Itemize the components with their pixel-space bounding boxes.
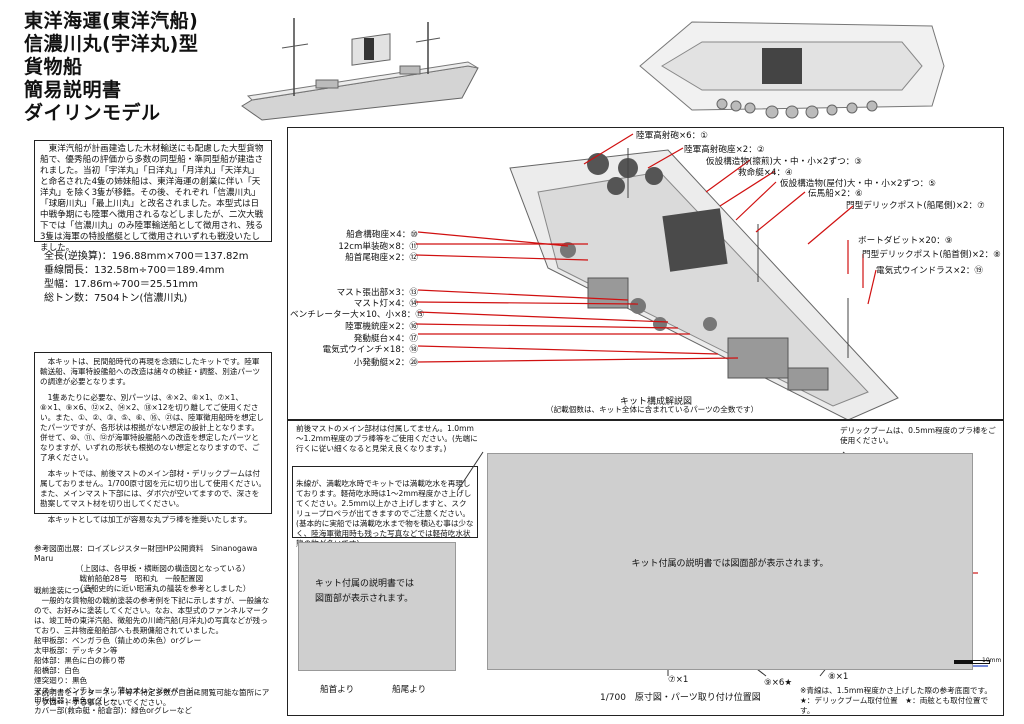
mark-9: ⑨×6★ bbox=[764, 678, 793, 688]
callout-mast-light: マスト灯×4：⑭ bbox=[353, 299, 418, 309]
callout-electric-winch: 電気式ウインチ×18：⑱ bbox=[322, 345, 418, 355]
document-title: 東洋海運(東洋汽船) 信濃川丸(宇洋丸)型 貨物船 簡易説明書 ダイリンモデル bbox=[24, 10, 198, 125]
paint-notes: 戦前塗装について 一般的な貨物船の戦前塗装の参考例を下記に示しますが、一般論なの… bbox=[34, 586, 270, 715]
spec-length: 全長(逆換算)：196.88mm×700＝137.82m bbox=[44, 251, 249, 262]
boom-note: デリックブームは、0.5mm程度のプラ棒をご使用ください。 bbox=[840, 426, 996, 445]
callout-temp-structure-a: 仮設構造物(擦煎)大・中・小×2ずつ：③ bbox=[706, 157, 862, 167]
spec-list: 全長(逆換算)：196.88mm×700＝137.82m 垂線間長：132.58… bbox=[44, 250, 248, 306]
callout-lifeboat: 救命艇×4：④ bbox=[738, 168, 793, 178]
parts-sprue-render bbox=[639, 21, 945, 119]
stern-view-label: 船尾より bbox=[392, 685, 427, 695]
diagram-caption-sub: （記載個数は、キット全体に含まれているパーツの全数です） bbox=[546, 405, 759, 414]
drawing-title: 1/700 原寸図・パーツ取り付け位置図 bbox=[600, 693, 761, 703]
callout-army-mg-mount: 陸軍機銃座×2：⑯ bbox=[345, 322, 418, 332]
title-line-3: 貨物船 bbox=[24, 56, 83, 78]
callout-small-landing-craft: 小発動艇×2：⑳ bbox=[353, 358, 418, 368]
spec-beam: 型幅：17.86m÷700＝25.51mm bbox=[44, 279, 198, 290]
callout-army-aa-gun: 陸軍高射砲×6：① bbox=[636, 131, 708, 141]
title-line-1: 東洋海運(東洋汽船) bbox=[24, 10, 199, 32]
main-drawing-placeholder: キット付属の説明書では図面部が表示されます。 bbox=[487, 453, 973, 670]
callout-ventilator: ベンチレーター大×10、小×8：⑮ bbox=[290, 310, 424, 320]
references: 参考図面出展：ロイズレジスター財団HP公開資料 Sinanogawa Maru … bbox=[34, 544, 258, 593]
note-4: 本キットとしては加工が容易な丸プラ棒を推奨いたします。 bbox=[40, 515, 252, 524]
scale-bar bbox=[954, 660, 990, 666]
intro-box: 東洋汽船が計画建造した木材輸送にも配慮した大型貨物船で、優秀船の評価から多数の同… bbox=[34, 140, 272, 253]
title-line-4: 簡易説明書 bbox=[24, 79, 122, 101]
intro-text: 東洋汽船が計画建造した木材輸送にも配慮した大型貨物船で、優秀船の評価から多数の同… bbox=[40, 144, 264, 253]
callout-tender-boat: 伝馬船×2：⑥ bbox=[808, 189, 863, 199]
kit-diagram bbox=[415, 133, 899, 419]
notes-box: 本キットは、民間船時代の再現を念頭にしたキットです。陸軍輸送船、海軍特設艦船への… bbox=[34, 352, 272, 524]
mark-8: ⑧×1 bbox=[828, 672, 849, 682]
scale-label: 10mm bbox=[982, 657, 1002, 664]
callout-temp-structure-b: 仮設構造物(屋付)大・中・小×2ずつ：⑤ bbox=[780, 179, 936, 189]
callout-boat-davit: ボートダビット×20：⑨ bbox=[858, 236, 953, 246]
end-placeholder-text: キット付属の説明書では 図面部が表示されます。 bbox=[315, 579, 415, 604]
callout-12cm-gun: 12cm単装砲×8：⑪ bbox=[338, 242, 418, 252]
callout-hold-gun-mount: 船倉構砲座×4：⑩ bbox=[346, 230, 418, 240]
spec-tonnage: 総トン数：7504トン(信濃川丸) bbox=[44, 293, 188, 304]
title-line-2: 信濃川丸(宇洋丸)型 bbox=[24, 33, 199, 55]
bottom-note: ※青線は、1.5mm程度かさ上げした際の参考底面です。 ★：デリックブーム取付位… bbox=[800, 686, 992, 715]
callout-landing-craft-cradle: 発動艇台×4：⑰ bbox=[353, 334, 418, 344]
note-2: 1隻あたりに必要な、別パーツは、④×2、⑥×1、⑦×1、⑧×1、⑨×6、⑫×2、… bbox=[40, 393, 264, 462]
note-1: 本キットは、民間船時代の再現を念頭にしたキットです。陸軍輸送船、海軍特設艦船への… bbox=[40, 357, 261, 386]
note-3: 本キットでは、前後マストのメイン部材・デリックブームは付属しておりません。1/7… bbox=[40, 469, 266, 508]
callout-mast-platform: マスト張出部×3：⑬ bbox=[336, 288, 418, 298]
callout-windlass: 電気式ウインドラス×2：⑲ bbox=[876, 266, 984, 276]
callout-aa-gun-mount: 陸軍高射砲座×2：② bbox=[684, 145, 765, 155]
end-view-placeholder: キット付属の説明書では 図面部が表示されます。 bbox=[298, 542, 456, 671]
main-placeholder-text: キット付属の説明書では図面部が表示されます。 bbox=[631, 559, 829, 569]
mast-note: 前後マストのメイン部材は付属してません。1.0mm～1.2mm程度のプラ棒等をご… bbox=[296, 424, 478, 453]
callout-derrick-post-bow: 門型デリックポスト(船首側)×2：⑧ bbox=[862, 250, 1001, 260]
callout-bow-stern-gun-mount: 船首尾砲座×2：⑫ bbox=[345, 253, 418, 263]
ship-side-render bbox=[241, 18, 479, 121]
footer-note: 本説明書をインターネット等不特定多数が自由に閲覧可能な箇所にアップロードする事は… bbox=[34, 688, 270, 707]
callout-derrick-post-stern: 門型デリックポスト(船尾側)×2：⑦ bbox=[846, 201, 985, 211]
spec-lpp: 垂線間長：132.58m÷700＝189.4mm bbox=[44, 265, 225, 276]
mark-7: ⑦×1 bbox=[668, 675, 689, 685]
title-line-5: ダイリンモデル bbox=[24, 102, 161, 124]
bow-view-label: 船首より bbox=[320, 685, 355, 695]
diagram-caption: キット構成解説図 bbox=[620, 397, 693, 407]
